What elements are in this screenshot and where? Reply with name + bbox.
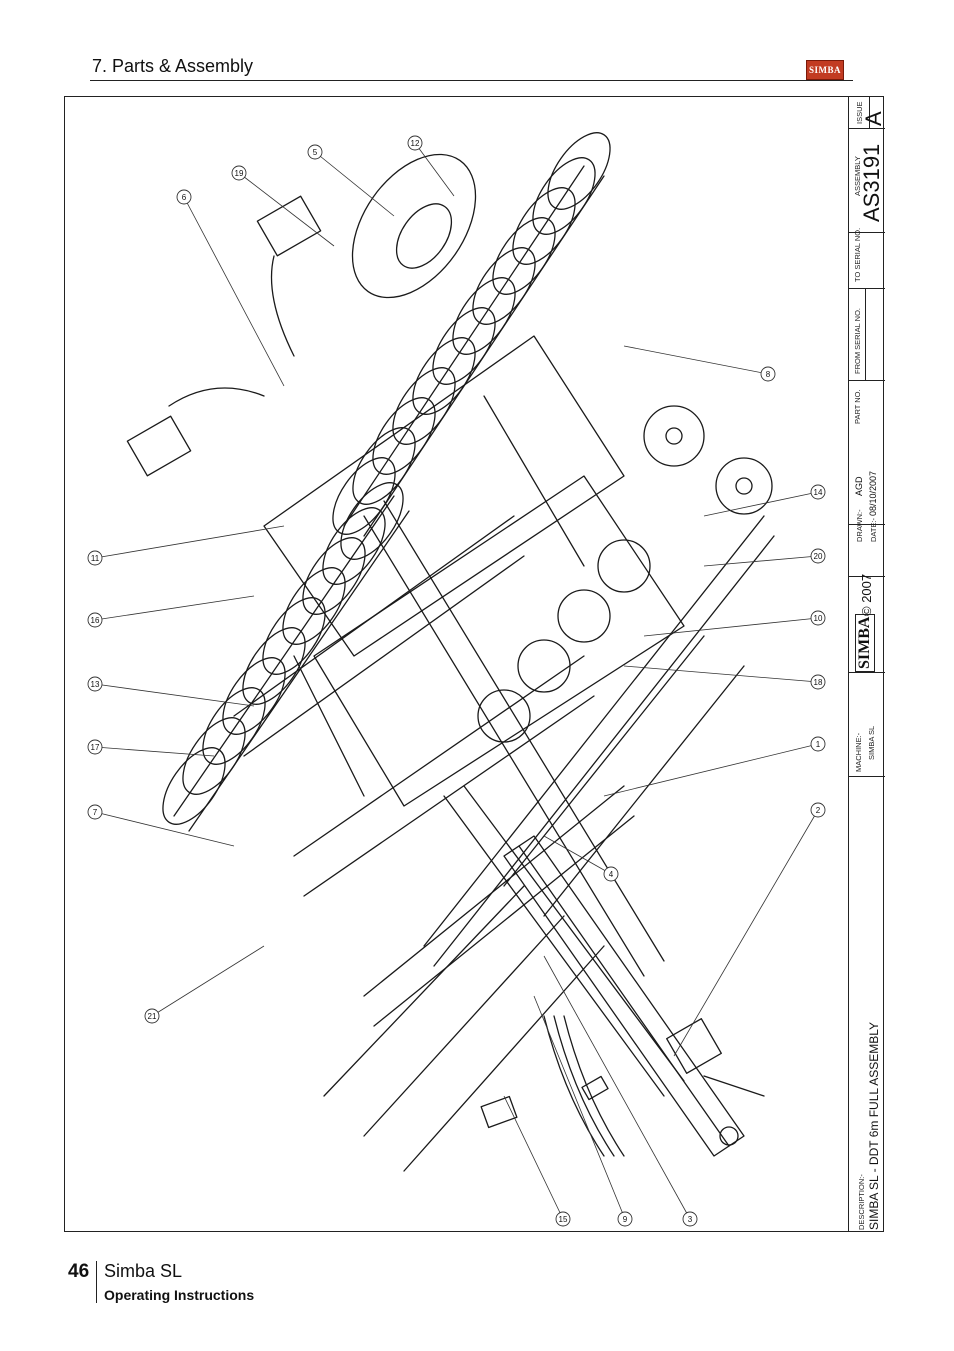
parking-stands [126,195,322,477]
callout-15: 15 [555,1211,571,1227]
date-label: DATE:- [869,517,878,542]
frame-beams [233,335,685,1097]
callout-8: 8 [760,366,776,382]
callout-19: 19 [231,165,247,181]
svg-text:10: 10 [814,614,823,623]
title-block: ISSUE A ASSEMBLY AS3191 TO SERIAL NO. FR… [848,96,886,1232]
from-serial-label: FROM SERIAL NO. [853,308,862,374]
part-no-label: PART NO. [853,389,862,424]
svg-text:11: 11 [91,554,100,563]
header-rule [90,80,853,81]
svg-text:20: 20 [814,552,823,561]
svg-text:1: 1 [816,740,821,749]
callout-10: 10 [810,610,826,626]
svg-text:4: 4 [609,870,614,879]
date-value: 08/10/2007 [868,470,878,516]
to-serial-label: TO SERIAL NO. [853,227,862,282]
callout-14: 14 [810,484,826,500]
drawn-value: AGD [854,476,864,496]
callout-20: 20 [810,548,826,564]
assembly-number: AS3191 [859,143,884,222]
machine-label: MACHINE:- [854,732,863,772]
callout-12: 12 [407,135,423,151]
svg-text:21: 21 [148,1012,157,1021]
section-title: 7. Parts & Assembly [92,56,254,76]
svg-text:13: 13 [91,680,100,689]
callout-7: 7 [87,804,103,820]
copyright: © 2007 [859,573,874,616]
svg-text:19: 19 [235,169,244,178]
product-name: Simba SL [104,1261,183,1281]
callout-9: 9 [617,1211,633,1227]
callout-3: 3 [682,1211,698,1227]
svg-text:18: 18 [814,678,823,687]
svg-text:8: 8 [766,370,771,379]
callout-13: 13 [87,676,103,692]
callout-1: 1 [810,736,826,752]
description-value: SIMBA SL - DDT 6m FULL ASSEMBLY [867,1021,881,1230]
transport-wheel [351,153,477,299]
document-subtitle: Operating Instructions [104,1287,255,1303]
callout-21: 21 [144,1008,160,1024]
callout-18: 18 [810,674,826,690]
drawbar [503,835,765,1157]
svg-text:16: 16 [91,616,100,625]
callout-2: 2 [810,802,826,818]
callout-11: 11 [87,550,103,566]
page-number: 46 [68,1261,90,1282]
svg-text:17: 17 [91,743,100,752]
assembly-drawing: 1 2 3 4 5 6 7 8 9 10 11 12 13 14 15 16 1… [87,132,826,1227]
svg-text:3: 3 [688,1215,693,1224]
packer-roller-lower [162,482,410,832]
footer-separator [96,1261,97,1303]
callout-16: 16 [87,612,103,628]
svg-text:2: 2 [816,806,821,815]
tine-rows [323,635,745,1172]
simba-logo: SIMBA [806,60,844,80]
callout-5: 5 [307,144,323,160]
svg-text:15: 15 [559,1215,568,1224]
drawn-label: DRAWN:- [855,509,864,542]
callout-6: 6 [176,189,192,205]
drawing-frame [64,96,884,1232]
issue-value: A [861,111,886,126]
svg-text:12: 12 [411,139,420,148]
simba-brand: SIMBA [855,613,875,672]
svg-text:5: 5 [313,148,318,157]
svg-text:14: 14 [814,488,823,497]
callout-4: 4 [603,866,619,882]
svg-text:9: 9 [623,1215,628,1224]
callout-17: 17 [87,739,103,755]
machine-value: SIMBA SL [867,725,876,760]
description-label: DESCRIPTION:- [857,1174,866,1230]
svg-text:7: 7 [93,808,98,817]
hydraulic-hoses [480,1015,625,1157]
svg-text:6: 6 [182,193,187,202]
disc-gang-front [423,405,775,967]
